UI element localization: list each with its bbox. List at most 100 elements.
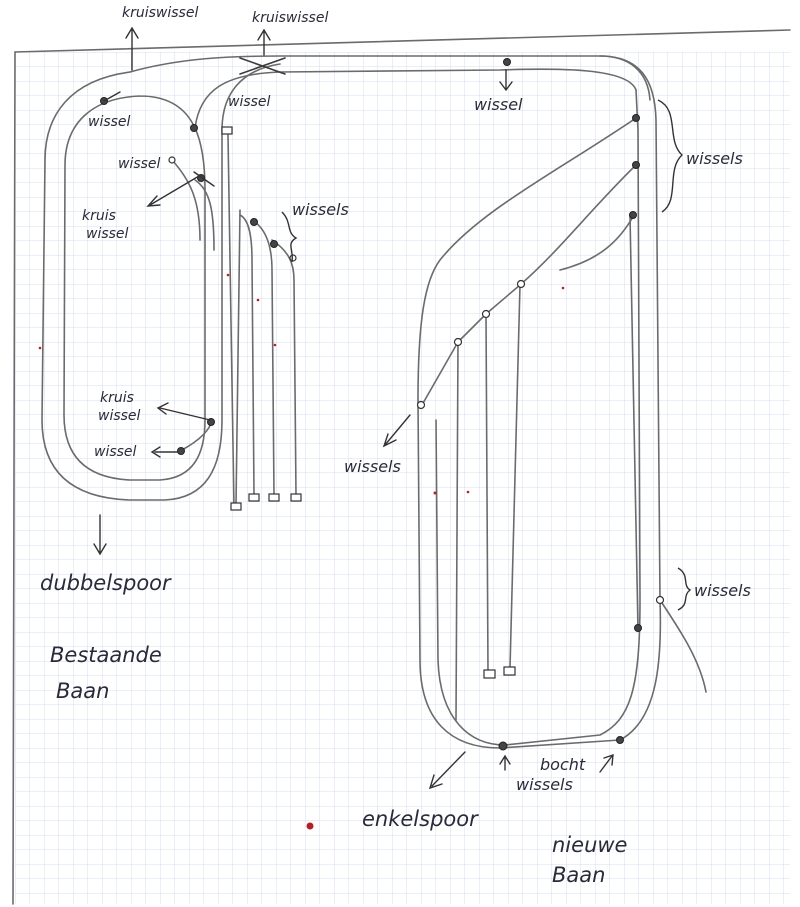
buffer-stop	[290, 493, 302, 502]
label-wissel: wissel	[118, 156, 161, 172]
switch-marker	[503, 58, 511, 66]
label-kruis-wissel-bottom-2: wissel	[98, 408, 141, 424]
label-wissel: wissel	[94, 444, 137, 460]
label-wissels: wissels	[686, 149, 743, 168]
yard-track-1	[239, 214, 255, 496]
red-dot	[561, 286, 565, 290]
switch-marker	[629, 211, 637, 219]
brace	[657, 99, 684, 213]
switch-marker	[632, 114, 640, 122]
switch-marker	[655, 595, 665, 605]
label-bestaande: Bestaande	[50, 643, 162, 667]
inner-loop-track	[63, 95, 206, 481]
switch-marker	[516, 279, 526, 289]
arrow-diag	[599, 753, 614, 773]
buffer-stop	[221, 126, 233, 135]
arrow-up	[499, 754, 511, 771]
label-wissel: wissel	[474, 95, 523, 114]
label-kruiswissel: kruiswissel	[252, 10, 328, 26]
long-spur-track	[227, 134, 235, 509]
arrow-up	[125, 26, 139, 71]
siding-3	[509, 284, 521, 669]
buffer-stop	[483, 669, 496, 679]
yard-track-4	[235, 209, 241, 506]
label-kruis-wissel-bottom-1: kruis	[100, 390, 134, 406]
switch-marker	[270, 240, 278, 248]
label-wissel: wissel	[88, 114, 131, 130]
crossover-top-2	[239, 57, 286, 75]
arrow-diag	[382, 414, 411, 448]
switch-marker	[632, 161, 640, 169]
paper-edge-left	[12, 51, 16, 905]
switch-marker	[453, 337, 463, 347]
paper-edge	[14, 29, 791, 53]
diagonal-track-1	[417, 117, 637, 401]
label-dubbelspoor: dubbelspoor	[40, 571, 172, 595]
label-enkelspoor: enkelspoor	[362, 807, 479, 831]
top-mainline-track-2	[194, 68, 637, 129]
switch-marker	[177, 447, 185, 455]
annotation-arrows	[93, 26, 692, 790]
red-dot	[306, 822, 314, 830]
new-layout	[417, 55, 707, 749]
label-wissels: wissels	[292, 200, 349, 219]
labels: kruiswissel kruiswissel wissel wissel wi…	[40, 5, 751, 887]
label-wissels: wissels	[344, 457, 401, 476]
switch-marker	[616, 736, 624, 744]
red-dot	[256, 298, 260, 302]
diagonal-track-3	[559, 214, 635, 271]
arrow-left	[150, 446, 179, 458]
arrow-down	[499, 69, 513, 92]
yard-track-2	[254, 221, 275, 496]
switch-marker	[289, 254, 297, 262]
red-dot	[466, 490, 470, 494]
graph-paper	[15, 52, 790, 904]
red-dots	[38, 273, 565, 830]
arrow-left	[156, 402, 211, 421]
new-track-3	[629, 214, 639, 631]
switch-marker	[416, 400, 426, 410]
label-kruis-wissel-top-1: kruis	[82, 208, 116, 224]
label-kruis-wissel-top-2: wissel	[86, 226, 129, 242]
existing-layout	[41, 55, 651, 509]
buffer-stop	[230, 502, 242, 511]
red-dot	[273, 343, 277, 347]
red-dot	[433, 491, 437, 495]
siding-2	[485, 313, 489, 673]
switches-new	[416, 114, 665, 751]
exit-track	[659, 599, 707, 693]
siding-1	[455, 341, 459, 721]
buffer-stop	[248, 493, 260, 502]
brace	[677, 567, 692, 611]
buffer-stop	[268, 493, 280, 502]
outer-loop-track	[41, 63, 281, 501]
switch-tick	[103, 91, 121, 102]
branch-inner	[171, 159, 201, 241]
label-wissel: wissel	[228, 94, 271, 110]
new-inner-track	[435, 89, 641, 746]
switch-marker	[481, 309, 491, 319]
label-wissels: wissels	[516, 775, 573, 794]
label-wissels: wissels	[694, 581, 751, 600]
new-outer-track	[417, 55, 662, 749]
arrow-left	[146, 175, 200, 207]
switch-tick	[193, 171, 215, 187]
arrow-up	[257, 28, 271, 56]
buffer-stop	[503, 666, 516, 676]
label-bocht: bocht	[540, 755, 586, 774]
label-nieuwe: nieuwe	[552, 833, 627, 857]
arrow-down	[93, 514, 107, 556]
branch-inner-2	[194, 179, 215, 251]
label-kruiswissel: kruiswissel	[122, 5, 198, 21]
red-dot	[226, 273, 230, 277]
red-dot	[38, 346, 42, 350]
brace	[281, 211, 298, 263]
switch-marker	[634, 624, 642, 632]
switch-marker	[498, 741, 508, 751]
top-mainline-track	[129, 55, 651, 101]
switch-marker	[250, 218, 258, 226]
switches-existing	[100, 58, 511, 511]
switch-marker	[168, 156, 176, 164]
switch-marker	[190, 124, 198, 132]
